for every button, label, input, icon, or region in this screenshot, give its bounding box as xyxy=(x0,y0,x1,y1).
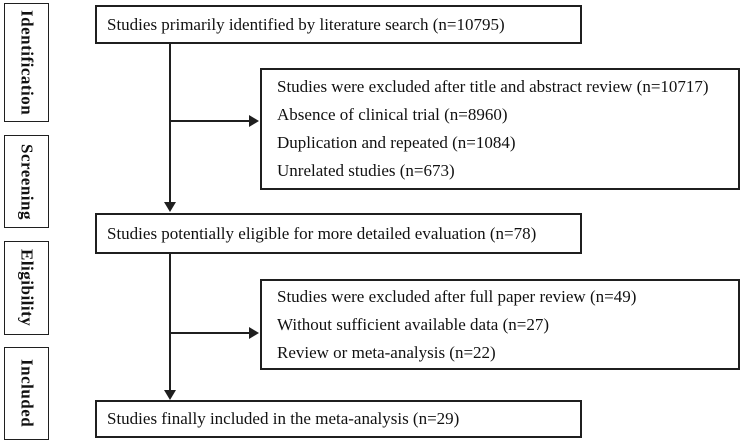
stage-box-included: Included xyxy=(4,347,49,440)
flow-line-identified-to-eligible xyxy=(169,44,171,202)
stage-box-eligibility: Eligibility xyxy=(4,241,49,335)
flow-box-eligible: Studies potentially eligible for more de… xyxy=(95,213,582,254)
exclusion-line: Review or meta-analysis (n=22) xyxy=(277,342,496,362)
stage-box-screening: Screening xyxy=(4,135,49,228)
exclusion-line: Without sufficient available data (n=27) xyxy=(277,314,549,334)
branch-line-title-abstract xyxy=(169,120,249,122)
arrowhead-right-icon xyxy=(249,115,259,127)
arrowhead-down-icon xyxy=(164,390,176,400)
exclusion-box-full-paper: Studies were excluded after full paper r… xyxy=(260,279,740,370)
stage-label-screening: Screening xyxy=(17,143,37,220)
flow-box-final-included: Studies finally included in the meta-ana… xyxy=(95,400,582,438)
flow-box-identified: Studies primarily identified by literatu… xyxy=(95,5,582,44)
stage-label-identification: Identification xyxy=(17,9,37,116)
exclusion-box-title-abstract: Studies were excluded after title and ab… xyxy=(260,68,740,190)
exclusion-line: Studies were excluded after title and ab… xyxy=(277,77,709,96)
flow-box-eligible-text: Studies potentially eligible for more de… xyxy=(107,223,537,243)
exclusion-line: Studies were excluded after full paper r… xyxy=(277,286,637,306)
stage-box-identification: Identification xyxy=(4,3,49,122)
exclusion-line: Duplication and repeated (n=1084) xyxy=(277,133,516,152)
exclusion-line: Unrelated studies (n=673) xyxy=(277,161,455,180)
stage-label-included: Included xyxy=(17,359,37,428)
branch-line-full-paper xyxy=(169,332,249,334)
flow-box-final-included-text: Studies finally included in the meta-ana… xyxy=(107,409,460,428)
exclusion-line: Absence of clinical trial (n=8960) xyxy=(277,105,508,124)
stage-label-eligibility: Eligibility xyxy=(17,249,37,327)
arrowhead-down-icon xyxy=(164,202,176,212)
flow-box-identified-text: Studies primarily identified by literatu… xyxy=(107,14,505,34)
flow-line-eligible-to-included xyxy=(169,254,171,390)
arrowhead-right-icon xyxy=(249,327,259,339)
